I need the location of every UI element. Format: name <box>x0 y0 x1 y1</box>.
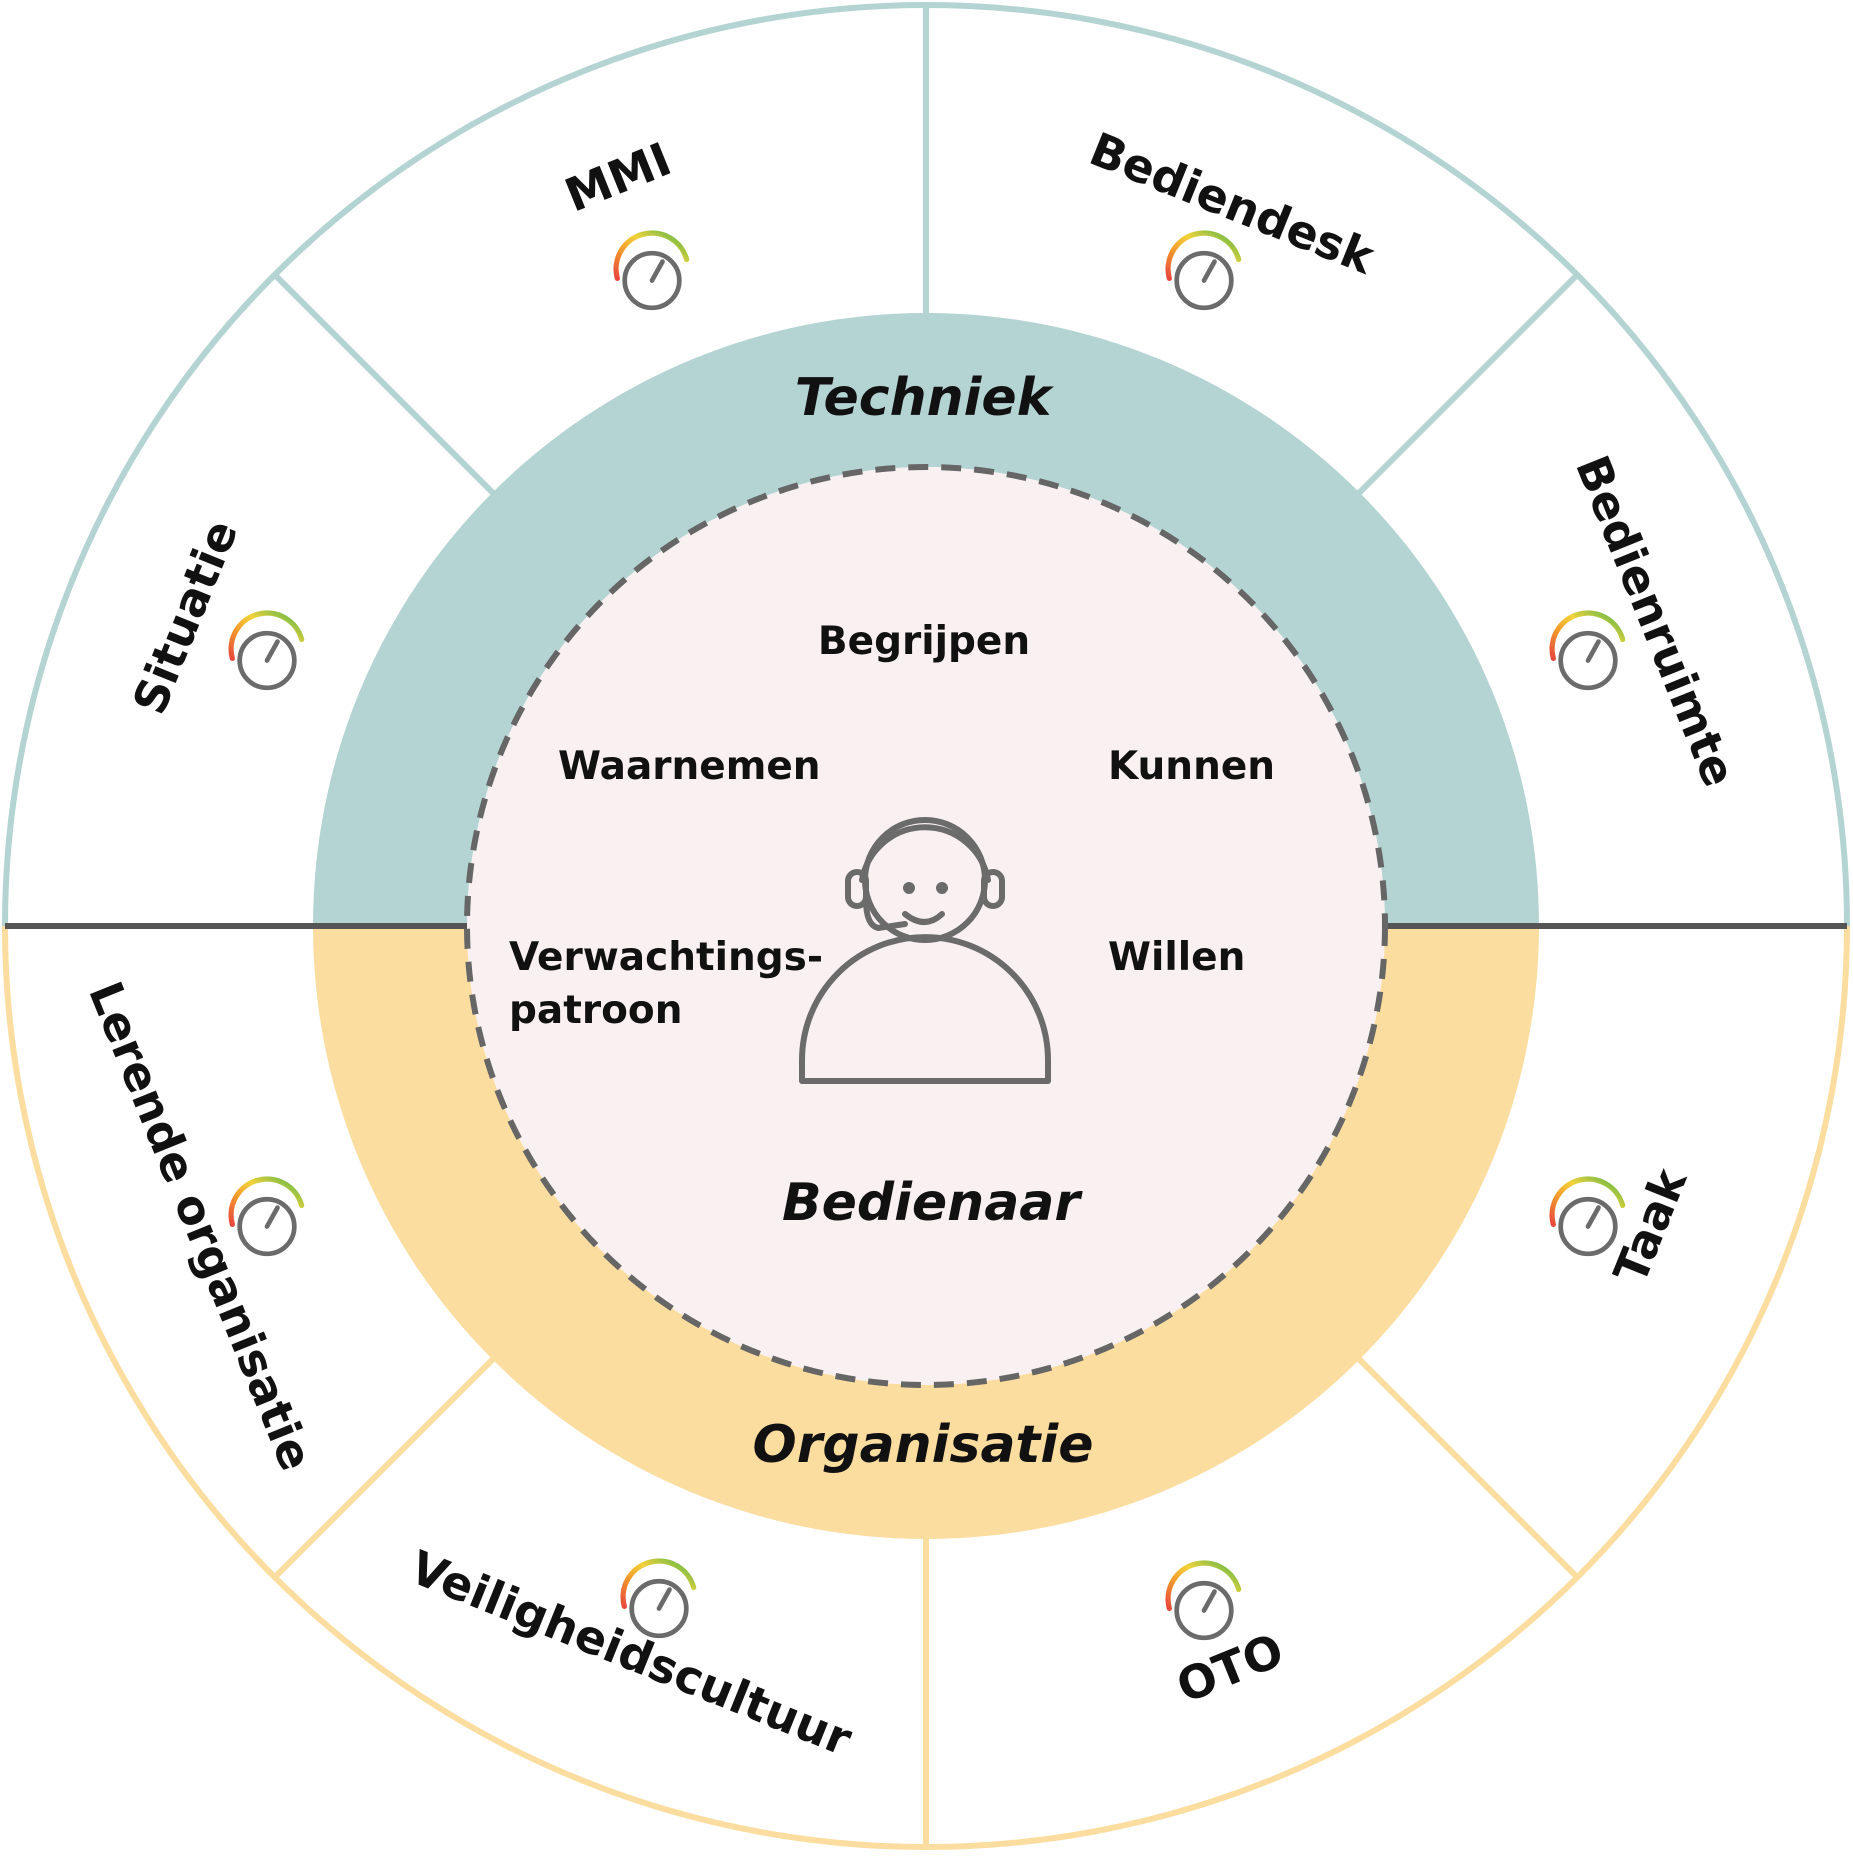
center-circle <box>464 464 1388 1388</box>
divider-top-right <box>1352 272 1580 500</box>
techniek-label: Techniek <box>795 368 1055 428</box>
willen-label: Willen <box>1108 935 1245 980</box>
techniek-ring <box>313 313 1539 926</box>
waarnemen-label: Waarnemen <box>558 744 821 789</box>
operator-headset-icon <box>799 817 1051 1084</box>
organisatie-label: Organisatie <box>753 1415 1094 1475</box>
kunnen-label: Kunnen <box>1108 744 1275 789</box>
organisatie-ring <box>313 926 1539 1539</box>
divider-bottom-left <box>272 1352 500 1580</box>
begrijpen-label: Begrijpen <box>818 619 1030 664</box>
bedienaar-label: Bedienaar <box>782 1173 1083 1233</box>
divider-top-left <box>272 272 500 500</box>
verwachtingspatroon-label-line1: Verwachtings- <box>509 935 823 980</box>
verwachtingspatroon-label-line2: patroon <box>509 988 682 1033</box>
divider-bottom-right <box>1352 1352 1580 1580</box>
